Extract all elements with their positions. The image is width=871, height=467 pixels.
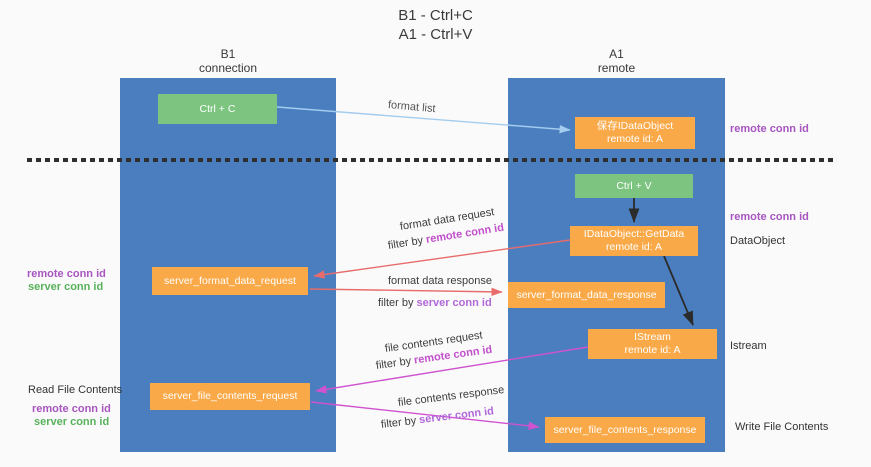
phase-divider-dashed-line xyxy=(27,158,836,162)
column-header-b1: B1 connection xyxy=(120,47,336,75)
column-a1-name: A1 xyxy=(609,47,624,61)
server-file-contents-response-box: server_file_contents_response xyxy=(545,417,705,443)
column-b1-name: B1 xyxy=(220,47,236,61)
left-server-conn-id-2: server conn id xyxy=(34,416,110,428)
filter-by-text: filter by xyxy=(378,297,414,309)
column-b1-subtitle: connection xyxy=(198,61,258,75)
left-read-file-contents-label: Read File Contents xyxy=(28,384,123,396)
idataobject-getdata-box: IDataObject::GetData remote id: A xyxy=(570,226,698,256)
format-data-response-label: format data response xyxy=(388,275,492,287)
left-remote-conn-id-2: remote conn id xyxy=(32,403,111,415)
column-a1-subtitle: remote xyxy=(597,61,636,75)
ctrl-c-box: Ctrl + C xyxy=(158,94,277,124)
right-remote-conn-id-1: remote conn id xyxy=(730,123,809,135)
save-idataobject-line2: remote id: A xyxy=(606,133,664,145)
column-header-a1: A1 remote xyxy=(508,47,725,75)
getdata-line1: IDataObject::GetData xyxy=(583,228,685,240)
ctrl-v-box: Ctrl + V xyxy=(575,174,693,198)
filter-by-text: filter by xyxy=(380,414,417,431)
server-format-data-response-label: server_format_data_response xyxy=(516,288,657,301)
filter-server-conn-id-text: server conn id xyxy=(418,405,495,427)
istream-line2: remote id: A xyxy=(624,344,681,356)
server-format-data-request-box: server_format_data_request xyxy=(152,267,308,295)
arrow-format-data-response xyxy=(309,287,503,297)
filter-server-conn-id-text: server conn id xyxy=(416,297,492,309)
right-write-file-contents-label: Write File Contents xyxy=(735,421,829,433)
istream-line1: IStream xyxy=(634,331,671,343)
filter-by-text: filter by xyxy=(387,234,424,252)
format-list-label: format list xyxy=(387,99,437,116)
right-remote-conn-id-2: remote conn id xyxy=(730,211,809,223)
title-line2: A1 - Ctrl+V xyxy=(398,26,473,43)
istream-box: IStream remote id: A xyxy=(588,329,717,359)
diagram-title: B1 - Ctrl+C A1 - Ctrl+V xyxy=(0,6,871,44)
filter-by-text: filter by xyxy=(375,355,412,372)
server-file-contents-response-label: server_file_contents_response xyxy=(553,423,697,436)
server-format-data-response-box: server_format_data_response xyxy=(508,282,665,308)
right-dataobject-label: DataObject xyxy=(730,235,786,247)
save-idataobject-box: 保存IDataObject remote id: A xyxy=(575,117,695,149)
ctrl-c-label: Ctrl + C xyxy=(199,102,236,115)
server-file-contents-request-box: server_file_contents_request xyxy=(150,383,310,410)
ctrl-v-label: Ctrl + V xyxy=(616,179,652,192)
getdata-line2: remote id: A xyxy=(605,241,663,253)
left-remote-conn-id-1: remote conn id xyxy=(27,268,106,280)
server-format-data-request-label: server_format_data_request xyxy=(164,274,296,287)
server-file-contents-request-label: server_file_contents_request xyxy=(162,390,298,402)
title-line1: B1 - Ctrl+C xyxy=(398,7,473,24)
left-server-conn-id-1: server conn id xyxy=(28,281,104,293)
right-istream-label: Istream xyxy=(730,340,767,352)
save-idataobject-line1: 保存IDataObject xyxy=(596,120,674,132)
